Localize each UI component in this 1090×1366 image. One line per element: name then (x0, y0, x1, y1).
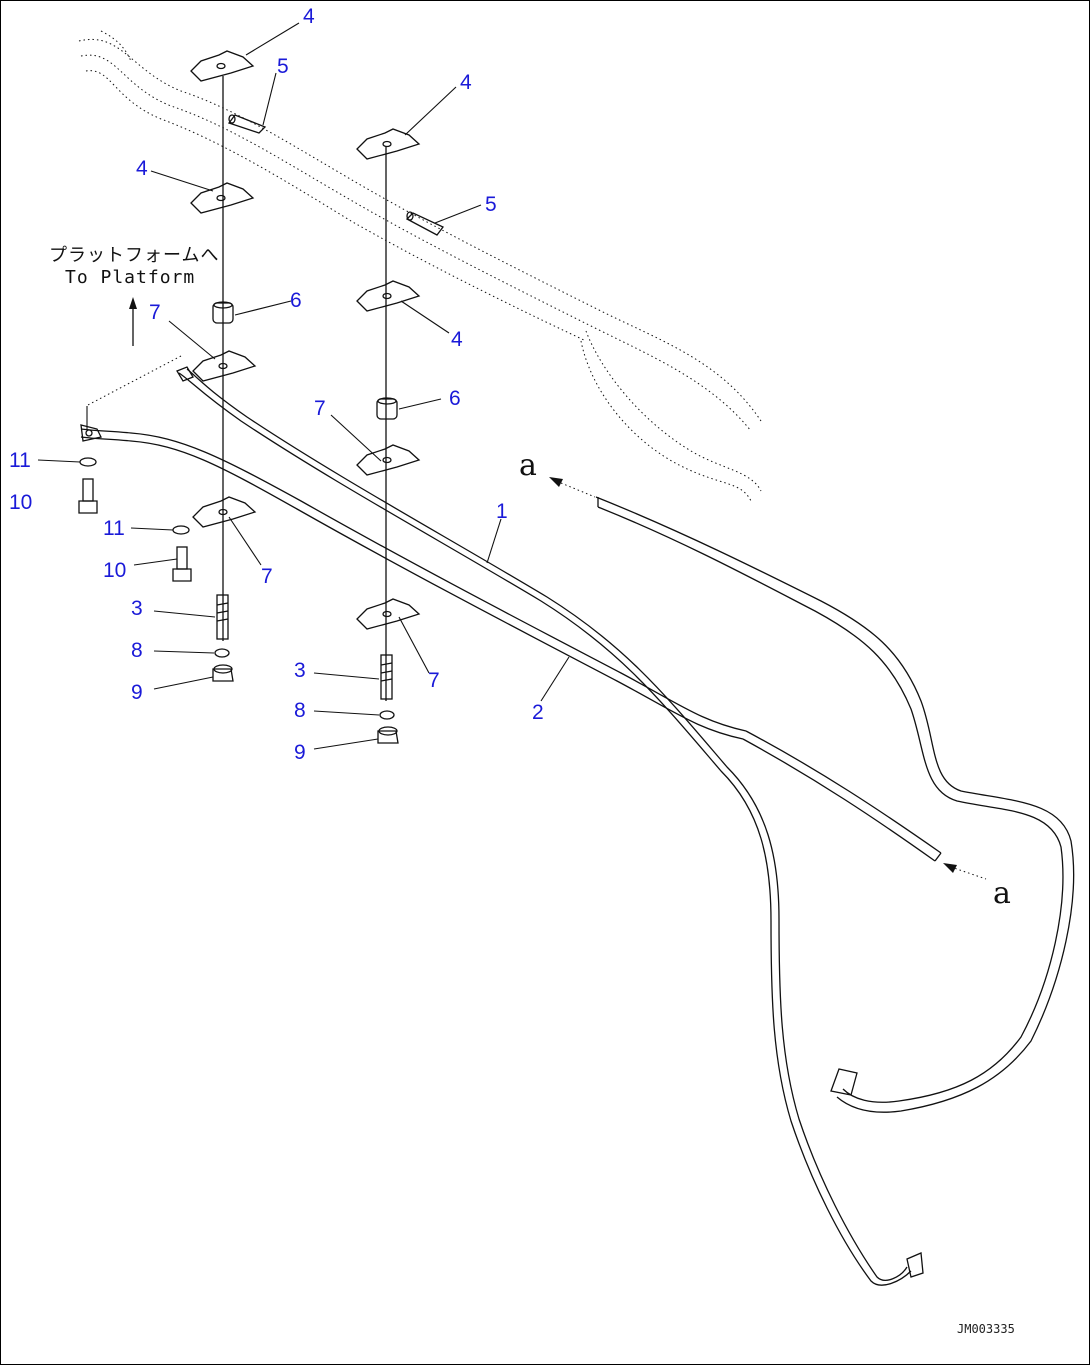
bolt-10-a (78, 478, 98, 514)
callout: 5 (277, 55, 289, 78)
clip-7-d (356, 598, 421, 630)
callout: 3 (131, 597, 143, 620)
callout: 1 (496, 500, 508, 523)
leader-lines (37, 22, 570, 750)
title-japanese: プラットフォームへ (49, 245, 219, 266)
callout: 8 (131, 639, 143, 662)
callout: 7 (314, 397, 326, 420)
clip-7-c (192, 496, 257, 528)
callout: 6 (449, 387, 461, 410)
clip-4-c (190, 182, 255, 214)
clip-4-d (356, 280, 421, 312)
washer-8-a (214, 648, 230, 658)
up-arrow-icon (129, 297, 137, 346)
callout: 7 (261, 565, 273, 588)
ref-label-a-top: a (519, 448, 537, 483)
callout: 10 (103, 559, 126, 582)
callout: 9 (131, 681, 143, 704)
tube-5-b (405, 211, 445, 236)
ref-label-a-right: a (993, 876, 1011, 911)
callout: 7 (149, 301, 161, 324)
alignment-line (85, 355, 182, 407)
callout: 4 (460, 71, 472, 94)
harness-1 (176, 366, 924, 1286)
doc-id: JM003335 (957, 1322, 1015, 1336)
clip-4-b (356, 128, 421, 160)
callout: 8 (294, 699, 306, 722)
callout: 11 (9, 449, 31, 472)
clip-7-a (192, 350, 257, 382)
arrow-to-a-top (549, 477, 596, 498)
callout: 5 (485, 193, 497, 216)
callout: 10 (9, 491, 32, 514)
clip-7-b (356, 444, 421, 476)
callout: 4 (136, 157, 148, 180)
callout: 2 (532, 701, 544, 724)
harness-extension (595, 496, 1075, 1113)
callout: 4 (303, 5, 315, 28)
stud-3-a (216, 594, 229, 640)
callout: 3 (294, 659, 306, 682)
phantom-harness (78, 30, 762, 502)
spacer-6-b (376, 397, 398, 420)
callout: 11 (103, 517, 125, 540)
washer-11-a (79, 457, 97, 467)
washer-11-b (172, 525, 190, 535)
spacer-6-a (212, 301, 234, 324)
nut-9-a (212, 664, 234, 682)
callouts: 1 2 3 3 4 4 4 4 5 5 6 6 7 7 7 7 8 8 9 9 … (9, 5, 544, 764)
clip-4-a (190, 50, 255, 82)
bolt-10-b (172, 546, 192, 582)
harness-2 (80, 424, 942, 862)
title-english: To Platform (65, 267, 195, 288)
callout: 6 (290, 289, 302, 312)
nut-9-b (377, 726, 399, 744)
arrow-to-a-right (943, 863, 987, 880)
callout: 7 (428, 669, 440, 692)
washer-8-b (379, 710, 395, 720)
callout: 9 (294, 741, 306, 764)
tube-5-a (227, 114, 267, 134)
stud-3-b (380, 654, 393, 700)
callout: 4 (451, 328, 463, 351)
